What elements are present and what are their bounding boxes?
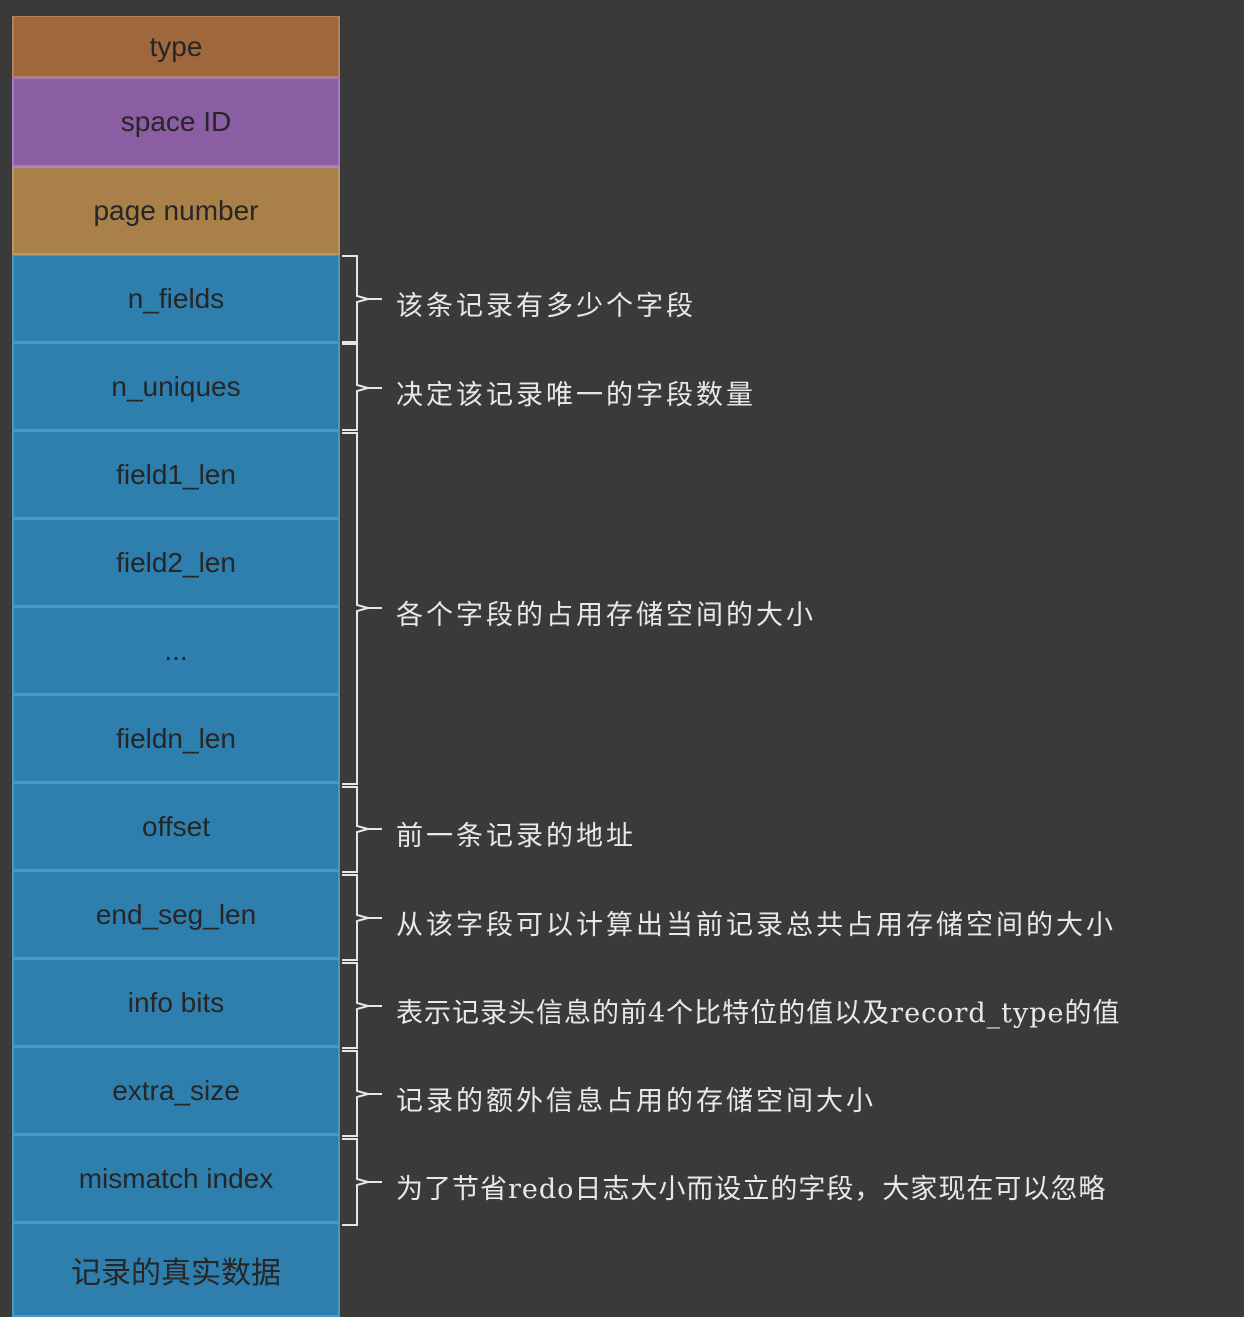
brace-n-uniques: [342, 343, 372, 431]
field-extra-size: extra_size: [12, 1047, 340, 1135]
brace-extra-size: [342, 1050, 372, 1137]
annotation-field-lens: 各个字段的占用存储空间的大小: [396, 600, 816, 631]
annotation-offset: 前一条记录的地址: [396, 821, 636, 852]
brace-field-lens: [342, 432, 372, 785]
annotation-extra-size: 记录的额外信息占用的存储空间大小: [396, 1086, 876, 1117]
field-offset: offset: [12, 783, 340, 871]
annotation-n-uniques: 决定该记录唯一的字段数量: [396, 380, 756, 411]
annotation-mismatch-index: 为了节省redo日志大小而设立的字段，大家现在可以忽略: [396, 1174, 1107, 1205]
brace-info-bits: [342, 962, 372, 1049]
field-mismatch-index: mismatch index: [12, 1135, 340, 1223]
annotation-info-bits: 表示记录头信息的前4个比特位的值以及record_type的值: [396, 998, 1121, 1029]
brace-end-seg-len: [342, 874, 372, 961]
brace-n-fields: [342, 255, 372, 343]
field-n-uniques: n_uniques: [12, 343, 340, 431]
brace-offset: [342, 786, 372, 873]
field-info-bits: info bits: [12, 959, 340, 1047]
field-space-id: space ID: [12, 78, 340, 167]
field-end-seg-len: end_seg_len: [12, 871, 340, 959]
field-n-fields: n_fields: [12, 255, 340, 343]
field-field1-len: field1_len: [12, 431, 340, 519]
brace-mismatch-index: [342, 1138, 372, 1226]
field-record-data: 记录的真实数据: [12, 1223, 340, 1317]
record-layout-stack: type space ID page number n_fields n_uni…: [12, 16, 340, 1317]
annotation-n-fields: 该条记录有多少个字段: [396, 291, 696, 322]
field-ellipsis: ...: [12, 607, 340, 695]
field-fieldn-len: fieldn_len: [12, 695, 340, 783]
field-page-number: page number: [12, 167, 340, 255]
field-field2-len: field2_len: [12, 519, 340, 607]
annotation-end-seg-len: 从该字段可以计算出当前记录总共占用存储空间的大小: [396, 910, 1116, 941]
field-type: type: [12, 16, 340, 78]
